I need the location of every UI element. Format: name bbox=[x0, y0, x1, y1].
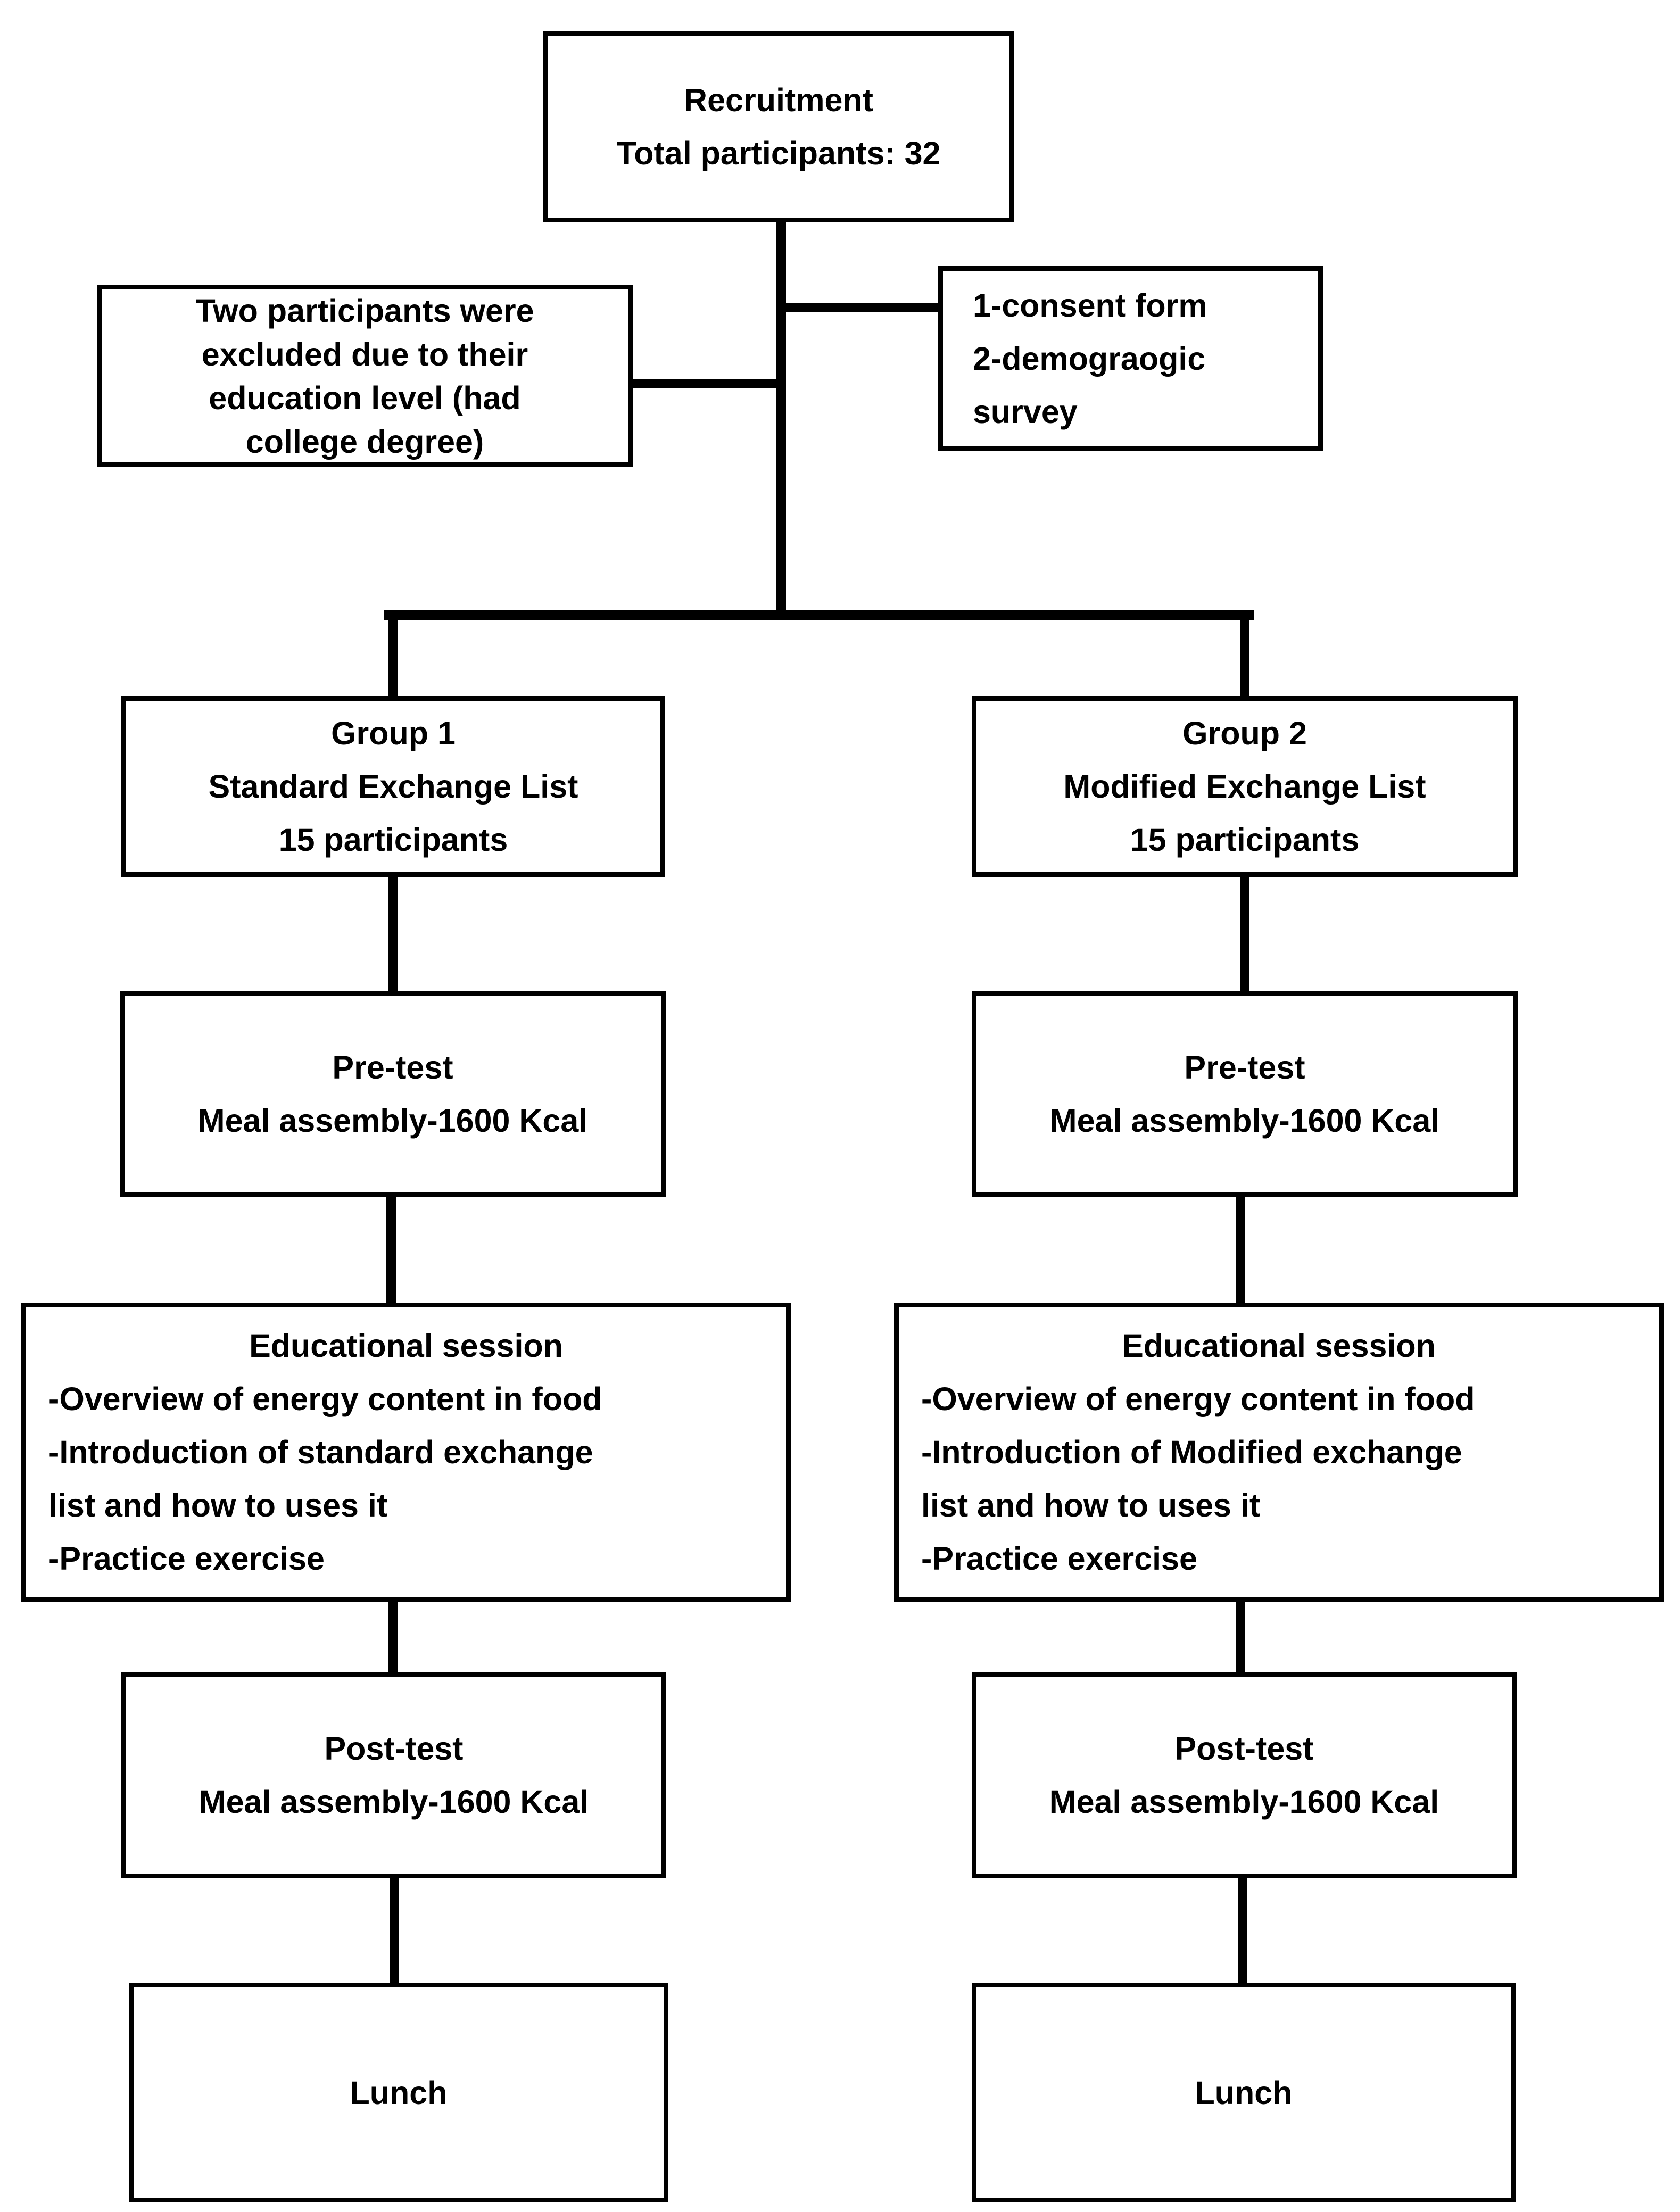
connector-exclusion-branch bbox=[631, 379, 781, 388]
group1-box: Group 1 Standard Exchange List 15 partic… bbox=[121, 696, 665, 877]
recruitment-box: Recruitment Total participants: 32 bbox=[543, 31, 1014, 222]
group2-box: Group 2 Modified Exchange List 15 partic… bbox=[972, 696, 1518, 877]
posttest-left-task: Meal assembly-1600 Kcal bbox=[198, 1784, 589, 1820]
connector-split-bar bbox=[384, 610, 1254, 620]
connector-pretest1-education bbox=[386, 1195, 396, 1305]
education-left-bullet: -Practice exercise bbox=[48, 1540, 325, 1577]
exclusion-text-line: Two participants were bbox=[195, 292, 534, 329]
connector-posttest1-lunch bbox=[390, 1876, 399, 1985]
forms-item-survey: survey bbox=[973, 394, 1078, 430]
pretest-right-task: Meal assembly-1600 Kcal bbox=[1049, 1103, 1440, 1139]
connector-trunk bbox=[776, 220, 786, 620]
education-left-bullet: -Overview of energy content in food bbox=[48, 1381, 602, 1417]
posttest-right-task: Meal assembly-1600 Kcal bbox=[1049, 1784, 1439, 1820]
pretest-left-title: Pre-test bbox=[332, 1049, 453, 1086]
connector-education2-posttest bbox=[1236, 1600, 1245, 1674]
lunch-right-box: Lunch bbox=[972, 1983, 1516, 2202]
group2-title: Group 2 bbox=[1182, 715, 1307, 751]
posttest-left-title: Post-test bbox=[324, 1730, 464, 1767]
education-left-box: Educational session -Overview of energy … bbox=[21, 1303, 791, 1602]
exclusion-text-line: college degree) bbox=[245, 423, 484, 460]
education-left-title: Educational session bbox=[249, 1328, 563, 1364]
connector-posttest2-lunch bbox=[1238, 1876, 1247, 1985]
exclusion-note-box: Two participants were excluded due to th… bbox=[97, 285, 633, 467]
forms-item-demographic: 2-demograogic bbox=[973, 341, 1206, 377]
pretest-left-task: Meal assembly-1600 Kcal bbox=[197, 1103, 588, 1139]
lunch-left-box: Lunch bbox=[129, 1983, 668, 2202]
lunch-left-label: Lunch bbox=[350, 2074, 448, 2111]
posttest-right-title: Post-test bbox=[1174, 1730, 1314, 1767]
exclusion-text-line: excluded due to their bbox=[201, 336, 528, 372]
education-right-title: Educational session bbox=[1122, 1328, 1436, 1364]
forms-item-consent: 1-consent form bbox=[973, 287, 1207, 324]
connector-education1-posttest bbox=[388, 1600, 398, 1674]
pretest-left-box: Pre-test Meal assembly-1600 Kcal bbox=[120, 991, 666, 1197]
recruitment-count: Total participants: 32 bbox=[616, 135, 941, 171]
exclusion-text-line: education level (had bbox=[209, 379, 521, 416]
education-right-bullet: -Practice exercise bbox=[921, 1540, 1197, 1577]
connector-drop-group2 bbox=[1240, 610, 1249, 698]
education-right-bullet: -Introduction of Modified exchange bbox=[921, 1434, 1462, 1470]
connector-forms-branch bbox=[781, 303, 938, 312]
group1-title: Group 1 bbox=[331, 715, 456, 751]
education-left-bullet: -Introduction of standard exchange bbox=[48, 1434, 593, 1470]
group2-list-type: Modified Exchange List bbox=[1063, 768, 1426, 805]
pretest-right-box: Pre-test Meal assembly-1600 Kcal bbox=[972, 991, 1518, 1197]
recruitment-title: Recruitment bbox=[684, 82, 873, 118]
education-left-bullet: list and how to uses it bbox=[48, 1487, 388, 1523]
education-right-bullet: -Overview of energy content in food bbox=[921, 1381, 1475, 1417]
education-right-bullet: list and how to uses it bbox=[921, 1487, 1261, 1523]
forms-note-box: 1-consent form 2-demograogic survey bbox=[938, 266, 1323, 451]
pretest-right-title: Pre-test bbox=[1184, 1049, 1305, 1086]
group2-participants: 15 participants bbox=[1130, 822, 1360, 858]
posttest-left-box: Post-test Meal assembly-1600 Kcal bbox=[121, 1672, 666, 1878]
education-right-box: Educational session -Overview of energy … bbox=[894, 1303, 1664, 1602]
posttest-right-box: Post-test Meal assembly-1600 Kcal bbox=[972, 1672, 1517, 1878]
connector-pretest2-education bbox=[1236, 1195, 1245, 1305]
lunch-right-label: Lunch bbox=[1195, 2074, 1293, 2111]
connector-drop-group1 bbox=[388, 610, 398, 698]
connector-group2-pretest bbox=[1240, 875, 1249, 993]
group1-list-type: Standard Exchange List bbox=[208, 768, 578, 805]
group1-participants: 15 participants bbox=[278, 822, 508, 858]
connector-group1-pretest bbox=[388, 875, 398, 993]
